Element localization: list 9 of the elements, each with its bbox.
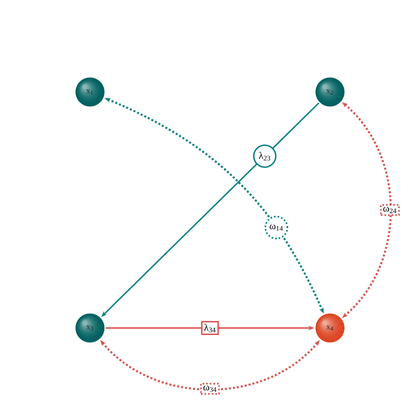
sphere-node: x$_{1}$ <box>76 78 104 106</box>
edge-label: ω$_{24}$ <box>380 204 400 216</box>
sphere-node: x$_{3}$ <box>76 314 104 342</box>
sphere-node: x$_{2}$ <box>316 78 344 106</box>
edge-label: λ$_{34}$ <box>201 321 219 335</box>
edge-label: ω$_{14}$ <box>264 216 288 240</box>
edge-label: ω$_{34}$ <box>200 382 220 395</box>
sphere-node: x$_{4}$ <box>316 314 344 342</box>
edge-label: λ$_{23}$ <box>253 144 276 168</box>
